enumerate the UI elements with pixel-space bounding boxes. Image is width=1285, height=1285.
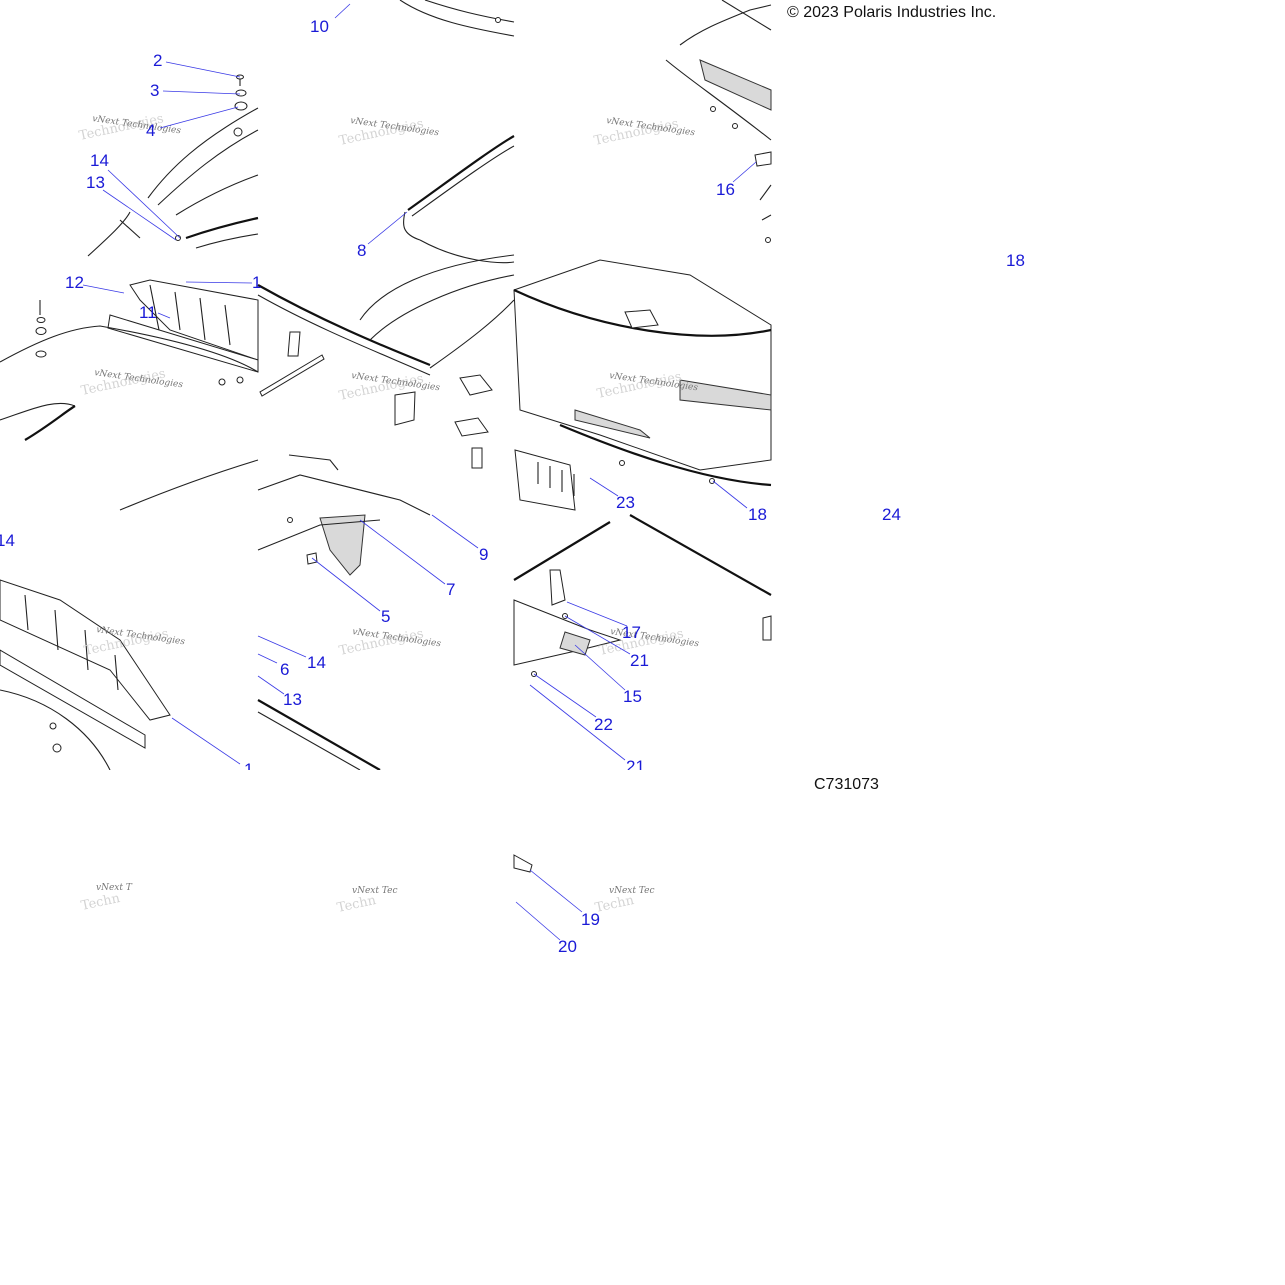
- callout-14: 14: [90, 151, 109, 170]
- callout-1: 1: [244, 760, 253, 779]
- svg-text:Techn: Techn: [80, 891, 122, 914]
- callout-12: 12: [65, 273, 84, 292]
- callout-3: 3: [150, 81, 159, 100]
- roof-under-view-right: [665, 0, 772, 243]
- roof-top-view-center: [399, 0, 515, 264]
- header-panel-lower-left: [0, 579, 171, 771]
- svg-text:Techn: Techn: [336, 893, 378, 916]
- roof-top-view-left: [87, 74, 259, 257]
- callout-2: 2: [153, 51, 162, 70]
- callout-23: 23: [616, 493, 635, 512]
- callout-10: 10: [310, 17, 329, 36]
- roof-liner-right: [513, 259, 772, 511]
- bracket-assembly-right: [513, 514, 772, 677]
- leader-lines: [82, 3, 757, 941]
- drawing-id: C731073: [814, 776, 879, 793]
- callout-19: 19: [581, 910, 600, 929]
- callout-8: 8: [357, 241, 366, 260]
- callout-20: 20: [558, 937, 577, 956]
- callout-18: 18: [1006, 251, 1025, 270]
- copyright-notice: © 2023 Polaris Industries Inc.: [787, 4, 997, 21]
- svg-text:vNext Tec: vNext Tec: [352, 886, 398, 896]
- front-cross-member-center: [257, 474, 431, 771]
- callout-11: 11: [139, 303, 157, 322]
- callout-5: 5: [381, 607, 390, 626]
- callout-4: 4: [146, 121, 155, 140]
- callout-21: 21: [630, 651, 649, 670]
- callout-7: 7: [446, 580, 455, 599]
- callout-14: 14: [0, 531, 15, 550]
- callout-9: 9: [479, 545, 488, 564]
- callout-17: 17: [622, 623, 641, 642]
- callout-1: 1: [252, 273, 261, 292]
- callout-15: 15: [623, 687, 642, 706]
- roof-front-view-center: [257, 254, 515, 471]
- callout-13: 13: [283, 690, 302, 709]
- callout-18: 18: [748, 505, 767, 524]
- callout-14: 14: [307, 653, 326, 672]
- watermarks-bottom: Techn vNext T Techn vNext Tec Techn vNex…: [80, 883, 655, 916]
- callout-13: 13: [86, 173, 105, 192]
- svg-text:vNext Tec: vNext Tec: [609, 886, 655, 896]
- header-panel-left: [0, 279, 259, 511]
- callout-24: 24: [882, 505, 901, 524]
- callout-16: 16: [716, 180, 735, 199]
- callout-6: 6: [280, 660, 289, 679]
- svg-text:Techn: Techn: [594, 893, 636, 916]
- callout-22: 22: [594, 715, 613, 734]
- callouts: 10 2 3 4 14 13 8 16 18 12 1 11 23 18 24 …: [0, 17, 1025, 956]
- svg-text:vNext T: vNext T: [96, 883, 133, 893]
